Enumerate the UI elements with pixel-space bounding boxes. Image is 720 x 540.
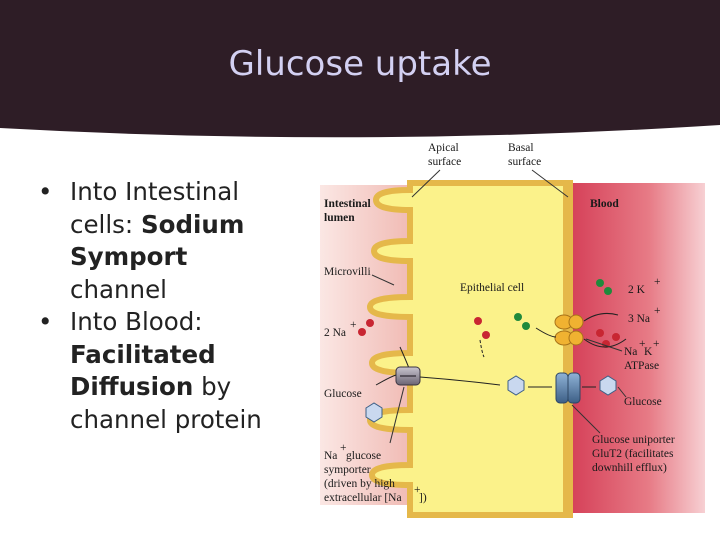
lumen-label-2: lumen [324,212,355,224]
sodium-ions [358,317,620,348]
bullet-text: cells: [70,209,141,239]
bullet-text: channel [70,274,167,304]
sodium-in-label: 2 Na [324,327,346,339]
bullet-line: channel [70,274,298,307]
potassium-charge: + [654,276,661,288]
atpase-label-2: ATPase [624,360,659,372]
symporter-label-3: (driven by high [324,478,395,490]
epithelial-label: Epithelial cell [460,282,524,294]
microvilli-label: Microvilli [324,266,371,278]
bullet-text: Into Blood: [70,307,203,336]
bullet-marker: • [38,177,53,206]
potassium-ions [514,279,612,330]
bullet-text-bold: Sodium [140,209,245,239]
na-k-atpase [554,314,584,346]
symporter-label-2: symporter [324,464,371,476]
atpase-label: Na [624,346,637,358]
bullet-line: Into Intestinal [70,176,298,209]
uniporter-label: Glucose uniporter [592,434,675,446]
microvilli-pointer [371,274,395,286]
bullet-text: channel protein [70,404,262,434]
symporter-close: ]) [419,492,427,504]
title-bar [0,0,720,142]
apical-pointer [411,169,441,198]
basal-pointer [531,169,569,198]
glucose-arrows [375,374,596,388]
basal-label-2: surface [508,156,541,168]
atpase-k-charge: + [653,338,660,350]
bullet-text-bold: Diffusion [70,372,194,401]
blood-region [565,183,705,513]
symporter-pointer [389,386,405,444]
symporter-na-charge: + [414,484,421,496]
glucose-molecules [365,375,617,423]
glucose-blood-label: Glucose [624,396,662,408]
blood-label: Blood [590,198,619,210]
bullet-line: Diffusion by [70,371,298,404]
header-background [0,0,720,138]
apical-label: Apical [428,142,459,154]
epithelial-cell [366,180,573,518]
symporter-label-b: glucose [346,450,381,462]
sodium-glucose-symporter [395,366,421,386]
uniporter-label-3: downhill efflux) [592,462,667,474]
sodium-in-charge: + [350,319,357,331]
bullet-line: Symport [70,241,298,274]
atpase-na-charge: + [639,338,646,350]
sodium-out-label: 3 Na [628,313,650,325]
apical-label-2: surface [428,156,461,168]
bullet-line: channel protein [70,404,298,437]
bullet-line: Facilitated [70,339,298,372]
bullet-text-bold: Symport [70,242,188,271]
symporter-label-4: extracellular [Na [324,492,402,504]
bullet-text: by [193,372,232,401]
symporter-label: Na [324,450,337,462]
uniporter-pointer [571,404,601,434]
bullet-text: Into Intestinal [70,177,240,206]
symporter-charge: + [340,442,347,454]
glut2-uniporter [555,372,581,404]
bullet-line: Into Blood: [70,306,298,339]
bullet-line: cells: Sodium [70,209,298,242]
uniporter-label-2: GluT2 (facilitates [592,448,674,460]
atpase-pointer [585,338,623,352]
bullet-marker: • [38,307,53,336]
glucose-uptake-diagram: Apical surface Basal surface Intestinal … [300,125,720,525]
basal-label: Basal [508,142,534,154]
glucose-lumen-label: Glucose [324,388,362,400]
sodium-out-charge: + [654,305,661,317]
slide-title: Glucose uptake [228,44,492,84]
potassium-label: 2 K [628,284,646,296]
atpase-k-label: K [644,346,653,358]
glucose-blood-pointer [617,386,627,398]
lumen-label: Intestinal [324,198,371,210]
bullet-text-bold: Facilitated [70,339,216,369]
